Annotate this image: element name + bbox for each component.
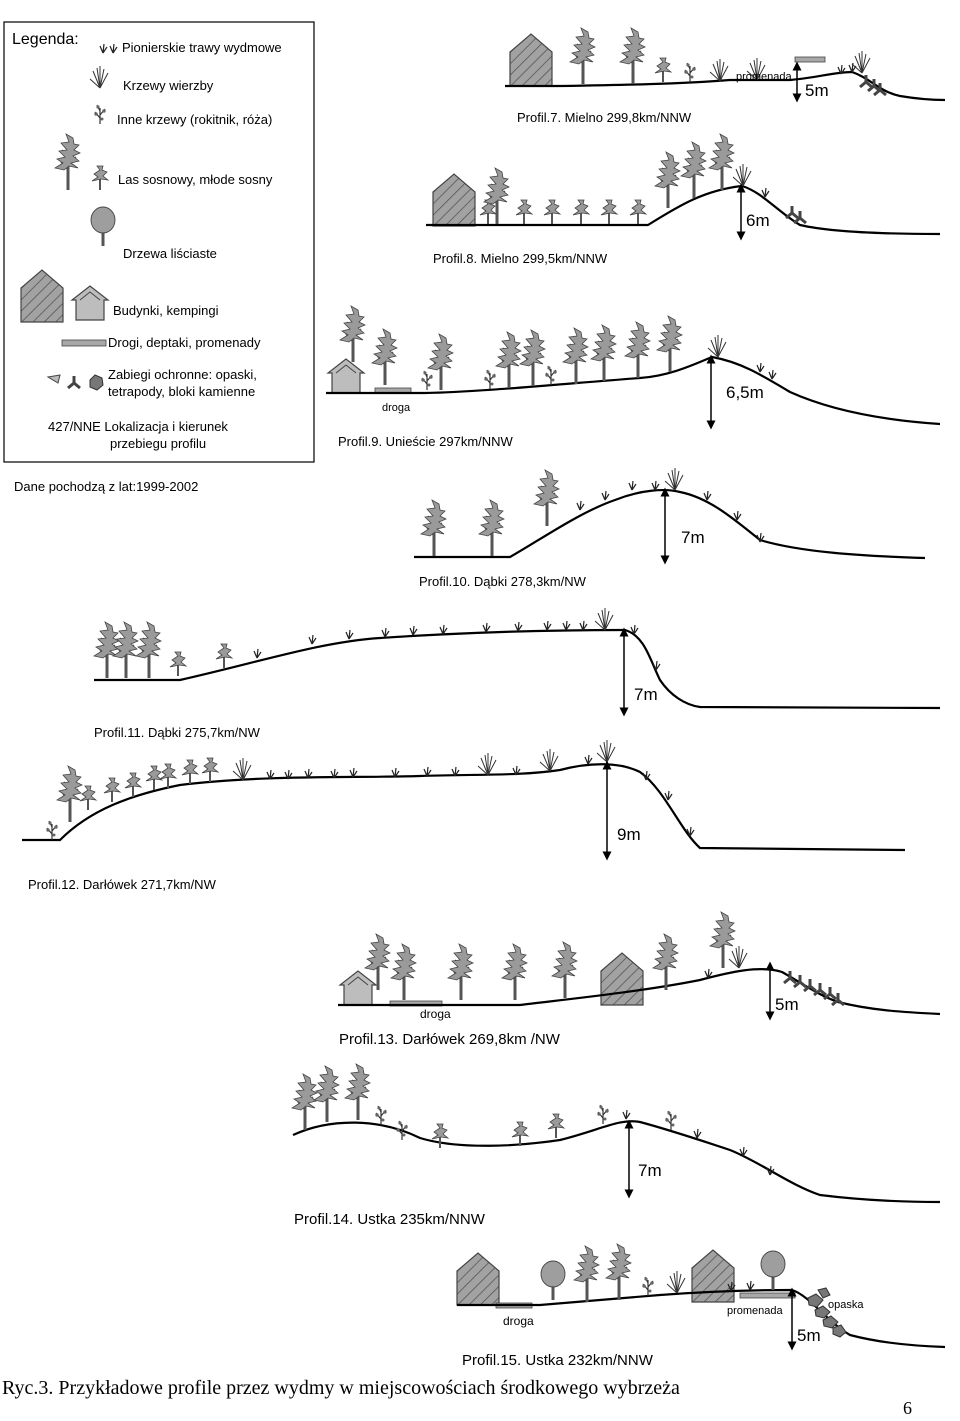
profile-height: 7m bbox=[681, 528, 705, 547]
terrain-line bbox=[426, 184, 941, 236]
profile-title: Profil.11. Dąbki 275,7km/NW bbox=[94, 725, 261, 740]
profile-title: Profil.7. Mielno 299,8km/NNW bbox=[517, 110, 692, 125]
protection-icons bbox=[46, 374, 104, 391]
data-note: Dane pochodzą z lat:1999-2002 bbox=[14, 479, 198, 494]
label-droga: droga bbox=[382, 402, 411, 414]
terrain-line bbox=[414, 488, 926, 560]
road-icon bbox=[61, 339, 107, 347]
profile-10: 7m Profil.10. Dąbki 278,3km/NW bbox=[414, 467, 926, 589]
figure-caption: Ryc.3. Przykładowe profile przez wydmy w… bbox=[2, 1377, 680, 1399]
profile-12: 9m Profil.12. Darłówek 271,7km/NW bbox=[22, 739, 906, 892]
profile-title: Profil.14. Ustka 235km/NNW bbox=[294, 1211, 486, 1228]
label-promenada: promenada bbox=[727, 1305, 784, 1317]
page-number: 6 bbox=[903, 1398, 912, 1418]
legend-item-protection-2: tetrapody, bloki kamienne bbox=[108, 384, 255, 399]
profile-title: Profil.12. Darłówek 271,7km/NW bbox=[28, 877, 217, 892]
profile-title: Profil.15. Ustka 232km/NNW bbox=[462, 1352, 654, 1369]
cabin bbox=[327, 358, 365, 394]
profile-title: Profil.13. Darłówek 269,8km /NW bbox=[339, 1031, 561, 1048]
legend-item-location-2: przebiegu profilu bbox=[110, 436, 206, 451]
cabin bbox=[339, 970, 377, 1006]
legend-box bbox=[3, 21, 315, 463]
terrain-line bbox=[457, 1288, 946, 1349]
building bbox=[600, 952, 644, 1006]
legend: Legenda: Pionierskie trawy wydmowe Krzew… bbox=[3, 21, 315, 494]
legend-item-pine: Las sosnowy, młode sosny bbox=[118, 172, 273, 187]
profile-height: 6m bbox=[746, 211, 770, 230]
label-opaska: opaska bbox=[828, 1299, 864, 1311]
profile-height: 5m bbox=[797, 1326, 821, 1345]
building-2 bbox=[691, 1249, 735, 1303]
profile-8: 6m Profil.8. Mielno 299,5km/NNW bbox=[426, 133, 941, 266]
legend-item-buildings: Budynki, kempingi bbox=[113, 303, 219, 318]
legend-item-roads: Drogi, deptaki, promenady bbox=[108, 335, 261, 350]
label-promenada: promenada bbox=[736, 71, 793, 83]
profile-9: droga 6,5m Profil.9. Unieście 297km/NNW bbox=[326, 305, 941, 449]
terrain-line bbox=[505, 70, 946, 102]
profile-height: 5m bbox=[775, 995, 799, 1014]
label-droga: droga bbox=[503, 1314, 534, 1328]
profile-14: 7m Profil.14. Ustka 235km/NNW bbox=[291, 1063, 941, 1228]
profile-height: 6,5m bbox=[726, 383, 764, 402]
profile-height: 7m bbox=[634, 685, 658, 704]
profile-height: 9m bbox=[617, 825, 641, 844]
profile-height: 7m bbox=[638, 1161, 662, 1180]
profile-11: 7m Profil.11. Dąbki 275,7km/NW bbox=[93, 607, 941, 740]
stone-blocks bbox=[807, 1287, 847, 1338]
promenade bbox=[739, 1292, 796, 1299]
profile-title: Profil.9. Unieście 297km/NNW bbox=[338, 434, 514, 449]
legend-item-location: 427/NNE Lokalizacja i kierunek bbox=[48, 419, 228, 434]
terrain-line bbox=[94, 628, 941, 710]
legend-item-protection: Zabiegi ochronne: opaski, bbox=[108, 367, 257, 382]
label-droga: droga bbox=[420, 1007, 451, 1021]
terrain-line bbox=[292, 1120, 941, 1204]
profile-7: promenada 5m Profil.7. Mielno 299,8km/NN… bbox=[505, 27, 946, 125]
profile-15: droga promenada opaska 5m Profil.15. Ust… bbox=[456, 1243, 946, 1369]
legend-item-grass: Pionierskie trawy wydmowe bbox=[122, 40, 282, 55]
profile-title: Profil.8. Mielno 299,5km/NNW bbox=[433, 251, 608, 266]
legend-item-shrub: Inne krzewy (rokitnik, róża) bbox=[117, 112, 272, 127]
terrain-line bbox=[326, 355, 941, 426]
legend-item-deciduous: Drzewa liściaste bbox=[123, 246, 217, 261]
building bbox=[456, 1252, 500, 1306]
profile-height: 5m bbox=[805, 81, 829, 100]
building bbox=[432, 173, 476, 227]
profile-13: droga 5m Profil.13. Darłówek 269,8km /NW bbox=[338, 911, 941, 1048]
promenade bbox=[794, 56, 826, 63]
legend-title: Legenda: bbox=[12, 31, 79, 48]
profile-title: Profil.10. Dąbki 278,3km/NW bbox=[419, 574, 587, 589]
building bbox=[509, 33, 553, 87]
legend-item-willow: Krzewy wierzby bbox=[123, 78, 214, 93]
